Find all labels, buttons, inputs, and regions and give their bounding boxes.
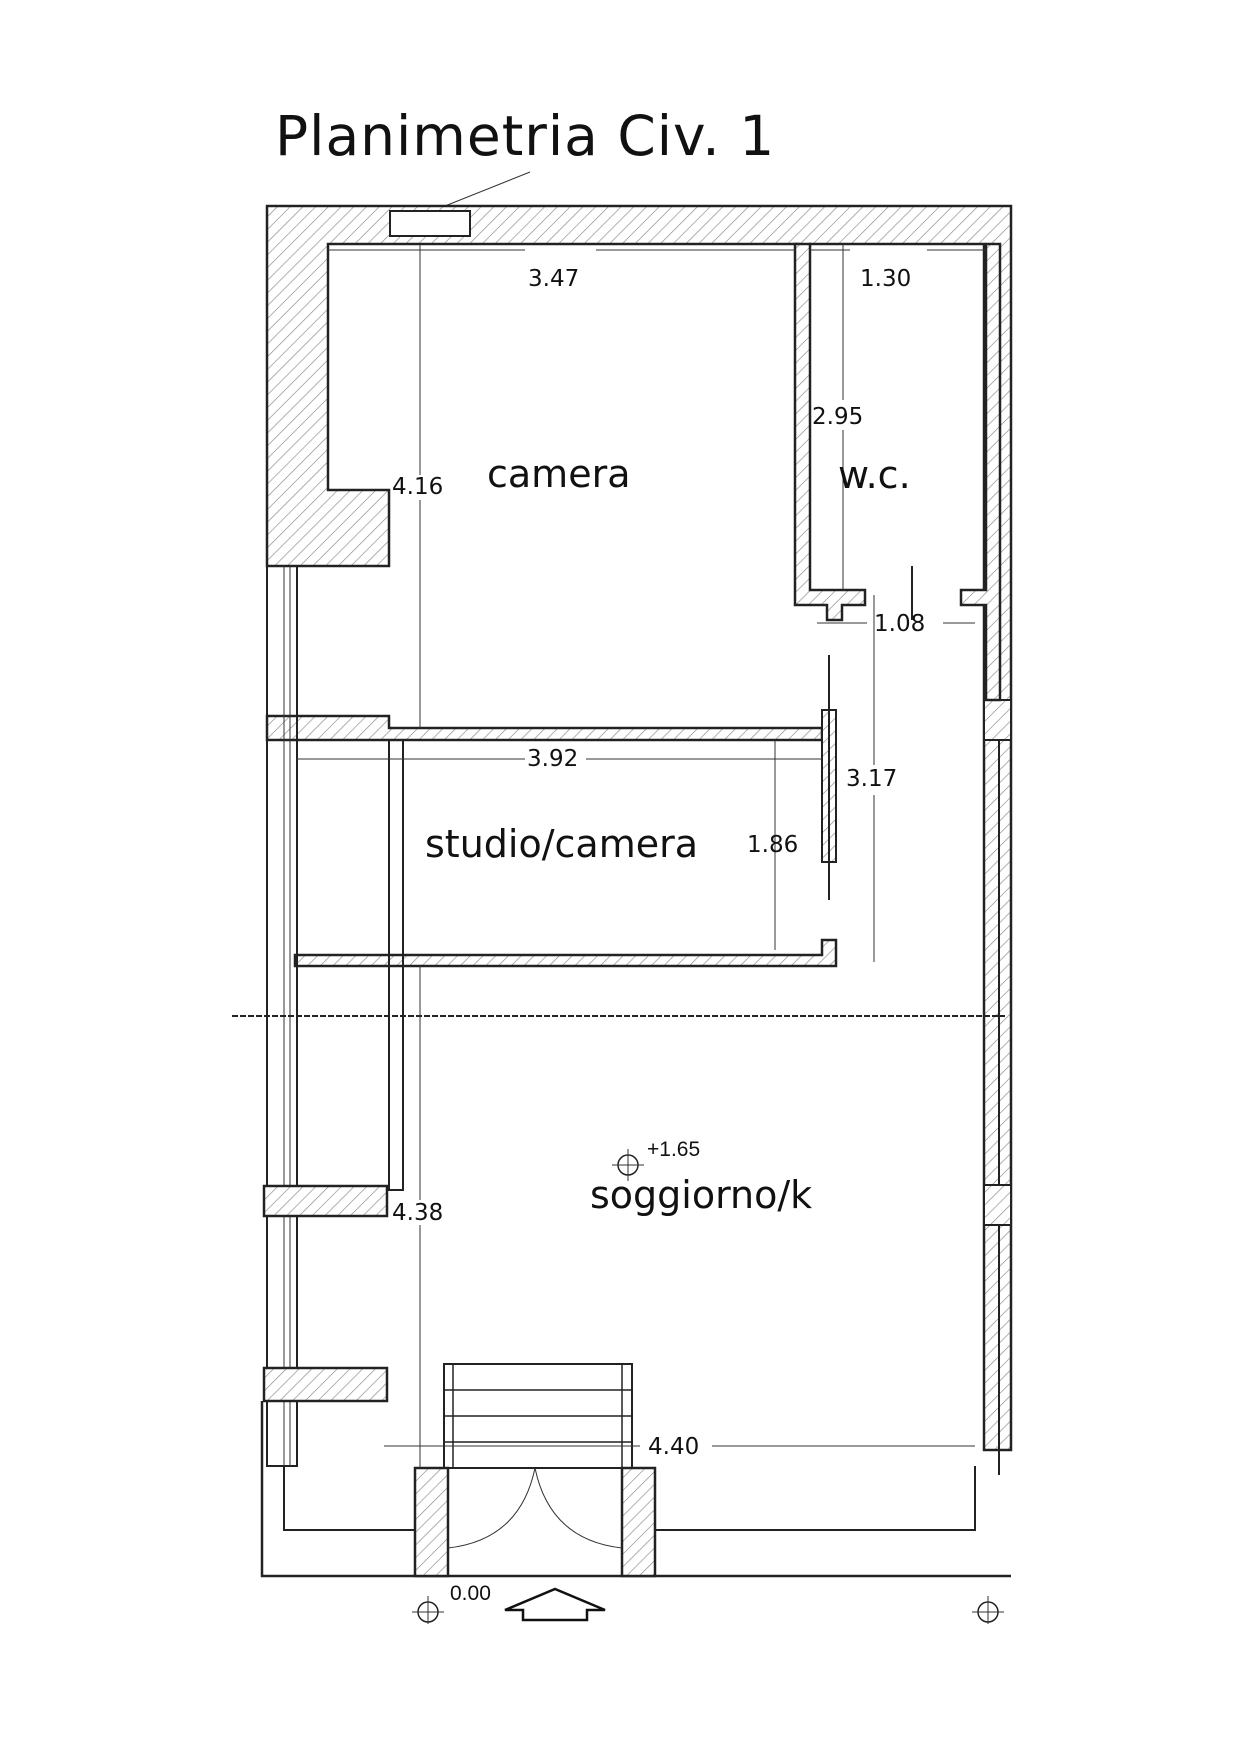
inner-bottom-left <box>283 1466 415 1531</box>
camera-studio-wall <box>265 714 824 742</box>
room-label-soggiorno: soggiorno/k <box>590 1173 812 1217</box>
level-interior: +1.65 <box>647 1138 700 1161</box>
level-marker-icon <box>412 1596 444 1624</box>
dim-camera-width: 3.47 <box>528 266 579 292</box>
door-swing-left <box>447 1467 536 1549</box>
plan-title: Planimetria Civ. 1 <box>275 104 776 168</box>
level-marker-icon <box>612 1149 644 1181</box>
room-label-studio: studio/camera <box>425 822 698 866</box>
top-window <box>389 210 471 237</box>
inner-bottom-right <box>655 1466 976 1531</box>
dim-wc-depth: 2.95 <box>812 404 863 430</box>
studio-bottom-wall <box>293 938 838 968</box>
level-marker-icon <box>972 1596 1004 1624</box>
room-label-camera: camera <box>487 452 630 496</box>
right-wall-pier-1 <box>983 699 1012 741</box>
dim-camera-depth: 4.16 <box>392 474 443 500</box>
left-inner-wall <box>388 739 404 1191</box>
left-pier-2 <box>262 1366 389 1403</box>
outer-wall-bottom <box>260 1401 1011 1578</box>
dim-soggiorno-depth: 4.38 <box>392 1200 443 1226</box>
dimension-lines <box>296 244 986 1468</box>
level-ground: 0.00 <box>450 1582 491 1605</box>
dim-wc-width: 1.30 <box>860 266 911 292</box>
room-label-wc: w.c. <box>838 453 911 497</box>
title-leader <box>439 171 531 209</box>
dim-studio-depth: 1.86 <box>747 832 798 858</box>
dim-studio-width: 3.92 <box>527 746 578 772</box>
entrance-arrow-icon <box>504 1587 606 1622</box>
dim-door-width: 1.08 <box>874 611 925 637</box>
entrance-jamb-right <box>620 1466 657 1578</box>
door-swing-right <box>534 1467 623 1549</box>
entrance-jamb-left <box>413 1466 450 1578</box>
wc-wall-left <box>793 242 867 622</box>
entrance-stairs <box>443 1363 633 1469</box>
dim-corridor-length: 3.17 <box>846 766 897 792</box>
wc-wall-right <box>959 242 1002 702</box>
left-pier-1 <box>262 1184 389 1218</box>
right-wall-pier-2 <box>983 1184 1012 1226</box>
dim-soggiorno-width: 4.40 <box>648 1434 699 1460</box>
